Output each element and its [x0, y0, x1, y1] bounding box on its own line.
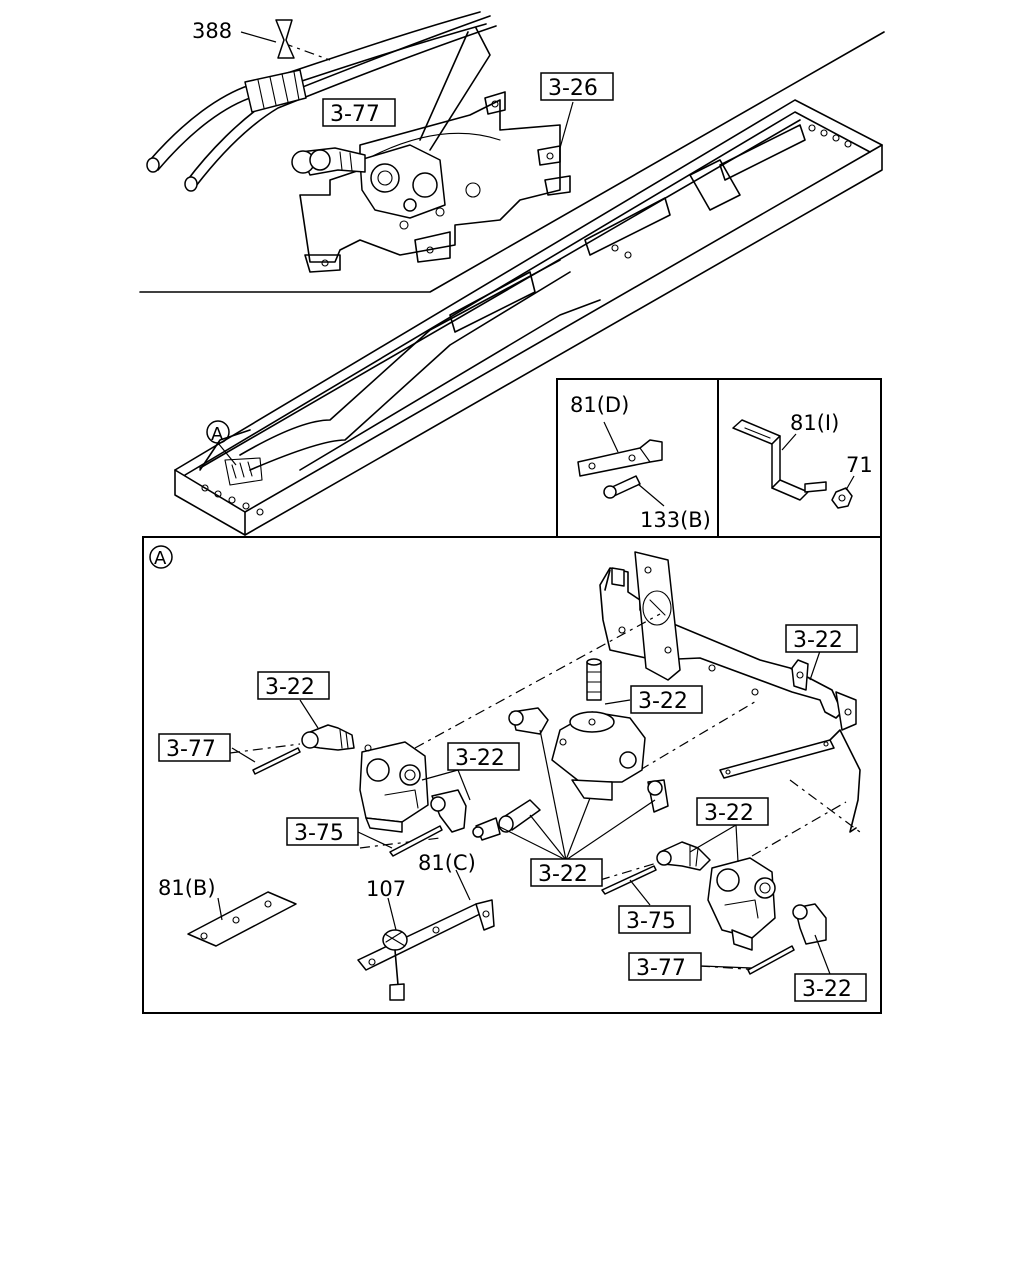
section-divider: [139, 31, 885, 293]
detail-a-box: [142, 536, 882, 1014]
elbow-fitting-right-bottom: [792, 903, 827, 945]
callout-3-77-top: 3-77: [330, 102, 380, 127]
callout-3-22-center: 3-22: [538, 862, 588, 887]
left-relay-valve: [359, 741, 429, 833]
elbow-fitting-left-mid: [430, 789, 467, 833]
bolt-133b: [603, 475, 641, 499]
chassis-frame: [174, 99, 883, 536]
center-upright-fitting: [586, 658, 602, 701]
callout-388: 388: [192, 19, 232, 43]
tee-fitting: [472, 817, 501, 841]
callout-3-22-right-valve: 3-22: [704, 801, 754, 826]
callout-3-22-bracket: 3-22: [793, 628, 843, 653]
center-relay-valve: [551, 711, 646, 801]
callout-3-75-right: 3-75: [626, 909, 676, 934]
callout-3-22-top: 3-22: [638, 689, 688, 714]
callout-3-22-mid: 3-22: [455, 746, 505, 771]
callout-3-22-left-elbow: 3-22: [265, 675, 315, 700]
plate-81b: [187, 891, 297, 947]
callout-3-77-right: 3-77: [636, 956, 686, 981]
bracket-81d: [577, 439, 663, 477]
elbow-fitting-right-top: [656, 841, 711, 871]
callout-3-26: 3-26: [548, 76, 598, 101]
straight-fitting: [498, 799, 541, 833]
elbow-fitting-left-top: [301, 724, 355, 751]
callout-81b: 81(B): [158, 876, 216, 900]
callout-81c: 81(C): [418, 851, 476, 875]
center-elbow-left: [508, 707, 549, 735]
bolt-and-nut-71: [804, 481, 853, 509]
detail-marker-a-box: A: [154, 548, 167, 569]
callout-81d: 81(D): [570, 393, 629, 417]
callout-3-77-left: 3-77: [166, 737, 216, 762]
callout-107: 107: [366, 877, 406, 901]
right-relay-valve: [707, 857, 776, 951]
center-elbow-right: [647, 779, 669, 813]
clamp-107: [382, 929, 408, 1001]
bracket-81c: [357, 899, 495, 971]
bracket-81i: [732, 419, 809, 501]
callout-3-75-left: 3-75: [294, 821, 344, 846]
callout-71: 71: [846, 453, 873, 477]
detail-marker-a-frame: A: [211, 424, 224, 445]
callout-3-22-bottom: 3-22: [802, 977, 852, 1002]
callout-81i: 81(I): [790, 411, 839, 435]
callout-133b: 133(B): [640, 508, 711, 532]
top-valve-assembly: [146, 11, 571, 273]
